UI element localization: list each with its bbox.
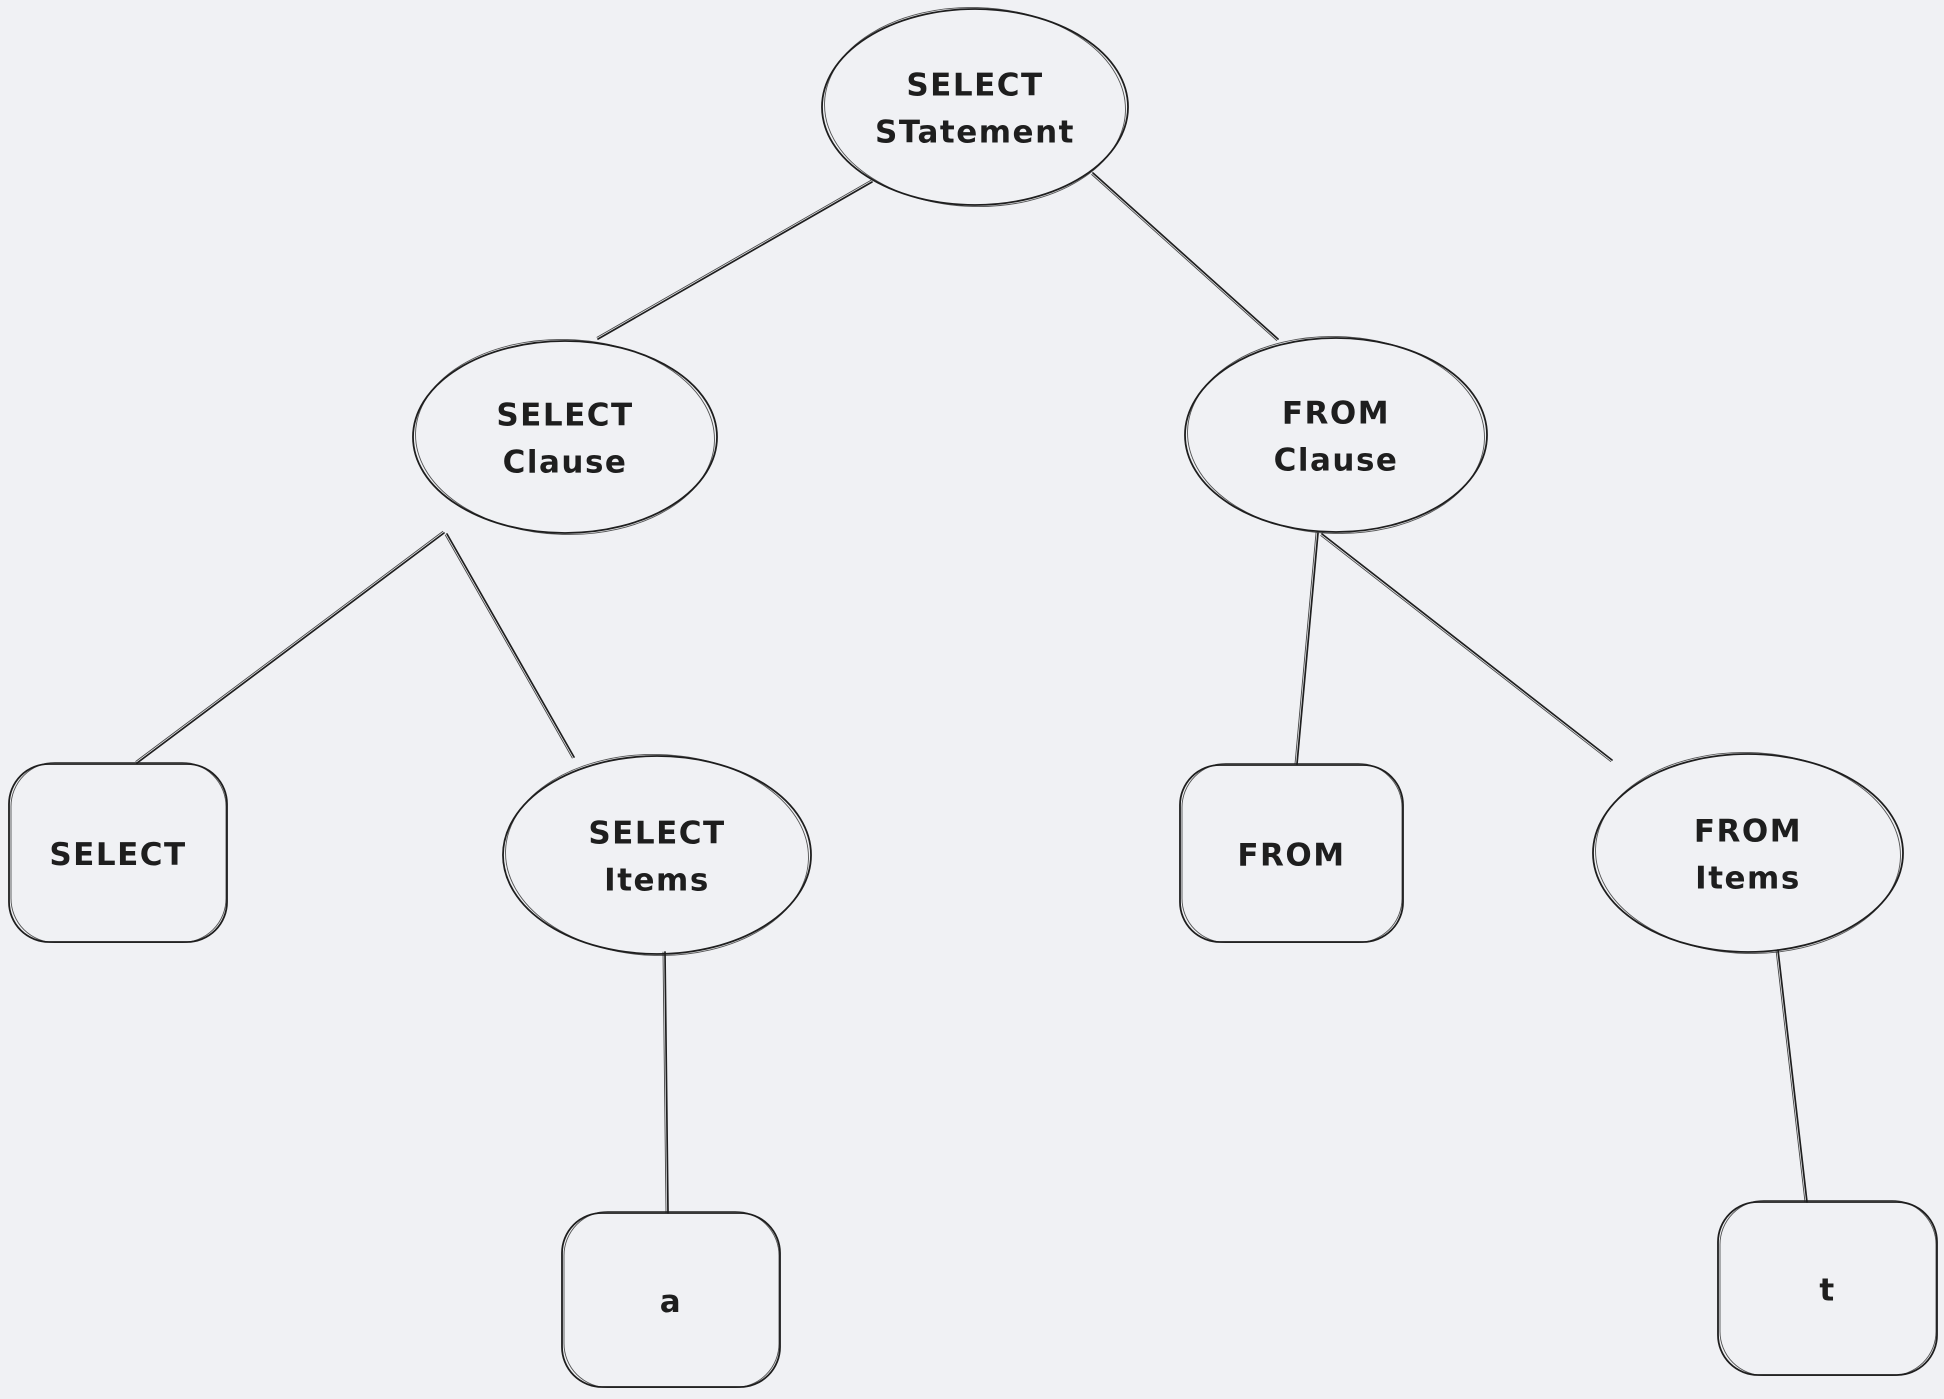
- select-item-a-label: a: [660, 1284, 682, 1320]
- node-from-keyword: FROM: [1179, 763, 1404, 943]
- edge-select-clause-to-select-items: [444, 533, 575, 759]
- select-statement-label-line: SELECT: [906, 68, 1043, 104]
- from-items-label: FROM Items: [1694, 814, 1802, 897]
- from-keyword-label: FROM: [1237, 838, 1345, 874]
- node-select-item-a: a: [561, 1211, 781, 1388]
- node-from-clause: FROM Clause: [1184, 336, 1488, 534]
- select-clause-label-line: Clause: [503, 445, 628, 481]
- edge-from-clause-to-from-items: [1320, 533, 1613, 763]
- node-from-items: FROM Items: [1592, 751, 1904, 955]
- node-select-clause: SELECT Clause: [412, 338, 718, 536]
- edge-select-statement-to-from-clause: [1091, 172, 1279, 341]
- select-statement-label-line: STatement: [875, 115, 1075, 151]
- edge-select-items-to-select-item-a: [662, 951, 669, 1214]
- select-item-a-label-line: a: [660, 1284, 682, 1320]
- from-item-t-label-line: t: [1819, 1273, 1835, 1309]
- from-item-t-label: t: [1819, 1273, 1835, 1309]
- node-select-items: SELECT Items: [502, 754, 812, 956]
- select-clause-shape: [412, 340, 718, 534]
- node-select-keyword: SELECT: [8, 762, 228, 943]
- edge-select-statement-to-select-clause: [596, 179, 873, 340]
- from-clause-label-line: FROM: [1282, 396, 1390, 432]
- edge-select-clause-to-select-keyword: [135, 530, 445, 764]
- from-clause-label-line: Clause: [1274, 443, 1399, 479]
- select-items-label-line: SELECT: [588, 816, 725, 852]
- from-items-label-line: Items: [1695, 861, 1801, 897]
- node-select-statement: SELECT STatement: [821, 7, 1129, 207]
- select-keyword-label: SELECT: [49, 837, 186, 873]
- select-clause-label: SELECT Clause: [496, 398, 633, 481]
- node-from-item-t: t: [1717, 1200, 1938, 1376]
- select-items-shape: [502, 755, 812, 955]
- from-item-t-shape: [1717, 1201, 1938, 1376]
- from-items-label-line: FROM: [1694, 814, 1802, 850]
- from-clause-label: FROM Clause: [1274, 396, 1399, 479]
- select-keyword-label-line: SELECT: [49, 837, 186, 873]
- select-statement-shape: [821, 8, 1129, 206]
- edge-from-items-to-from-item-t: [1775, 949, 1808, 1203]
- from-items-shape: [1592, 753, 1904, 953]
- select-item-a-shape: [561, 1212, 781, 1388]
- from-keyword-label-line: FROM: [1237, 838, 1345, 874]
- select-statement-label: SELECT STatement: [875, 68, 1075, 151]
- select-items-label: SELECT Items: [588, 816, 725, 899]
- select-clause-label-line: SELECT: [496, 398, 633, 434]
- select-items-label-line: Items: [604, 863, 710, 899]
- from-keyword-shape: [1179, 764, 1404, 943]
- select-keyword-shape: [8, 763, 228, 943]
- from-clause-shape: [1184, 337, 1488, 533]
- edge-from-clause-to-from-keyword: [1294, 532, 1319, 765]
